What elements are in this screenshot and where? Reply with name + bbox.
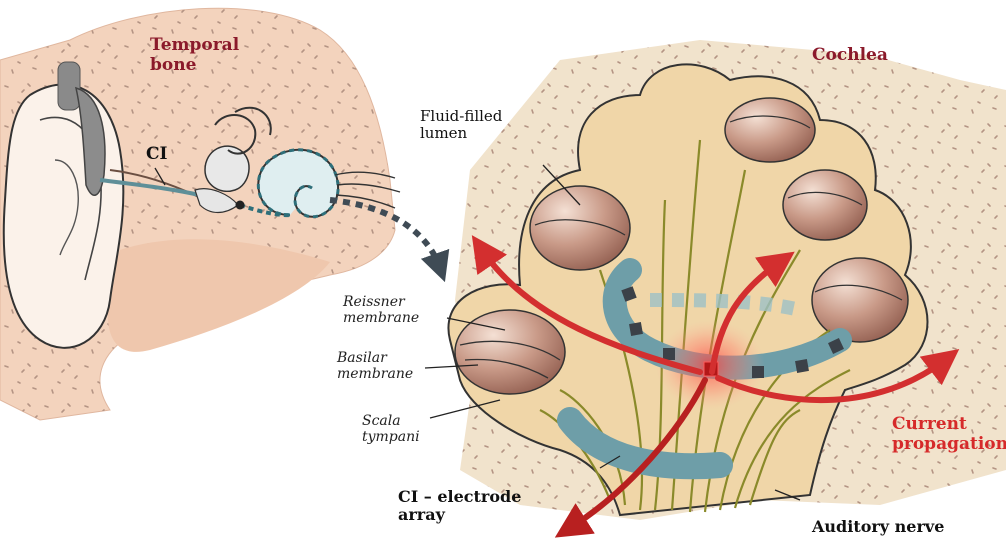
current-arrow-right <box>715 349 960 404</box>
inner-ear <box>194 106 272 214</box>
current-arrow-down-left <box>554 377 708 538</box>
label-ci-electrode-array: CI – electrode array <box>398 487 522 525</box>
label-basilar-line1: Basilar <box>337 350 387 366</box>
label-fluid-filled-lumen: Fluid-filled lumen <box>420 107 503 143</box>
label-scala-tympani: Scala tympani <box>362 413 420 445</box>
current-arrow-up-left <box>471 235 703 375</box>
label-ci: CI <box>146 144 168 164</box>
label-basilar-membrane: Basilar membrane <box>337 350 413 382</box>
leader-lines <box>154 164 801 501</box>
label-reissner-line2: membrane <box>343 310 420 327</box>
label-cochlea: Cochlea <box>812 45 888 65</box>
current-arrow-up-right <box>709 251 795 375</box>
label-scala-line2: tympani <box>362 429 420 446</box>
label-scala-line1: Scala <box>362 413 401 429</box>
label-ci-electrode-line2: array <box>398 505 445 525</box>
label-fluid-filled-lumen-line1: Fluid-filled <box>420 107 503 125</box>
label-reissner-membrane: Reissner membrane <box>343 294 419 326</box>
label-temporal-bone-line1: Temporal <box>150 35 240 55</box>
label-basilar-line2: membrane <box>337 366 414 383</box>
label-current-line2: propagation <box>892 433 1006 454</box>
ci-device <box>57 61 239 207</box>
cochlear-chambers <box>454 97 909 395</box>
label-current-propagation: Current propagation <box>892 414 1006 454</box>
label-auditory-nerve: Auditory nerve <box>812 517 945 536</box>
label-temporal-bone-line2: bone <box>150 54 197 75</box>
current-arrows <box>471 235 960 538</box>
label-current-line1: Current <box>892 414 967 434</box>
label-reissner-line1: Reissner <box>343 294 405 310</box>
label-temporal-bone: Temporal bone <box>150 35 240 75</box>
cochlea-small <box>235 148 401 219</box>
label-fluid-filled-lumen-line2: lumen <box>420 124 468 143</box>
zoom-arrow <box>329 197 450 283</box>
label-ci-electrode-line1: CI – electrode <box>398 487 522 506</box>
